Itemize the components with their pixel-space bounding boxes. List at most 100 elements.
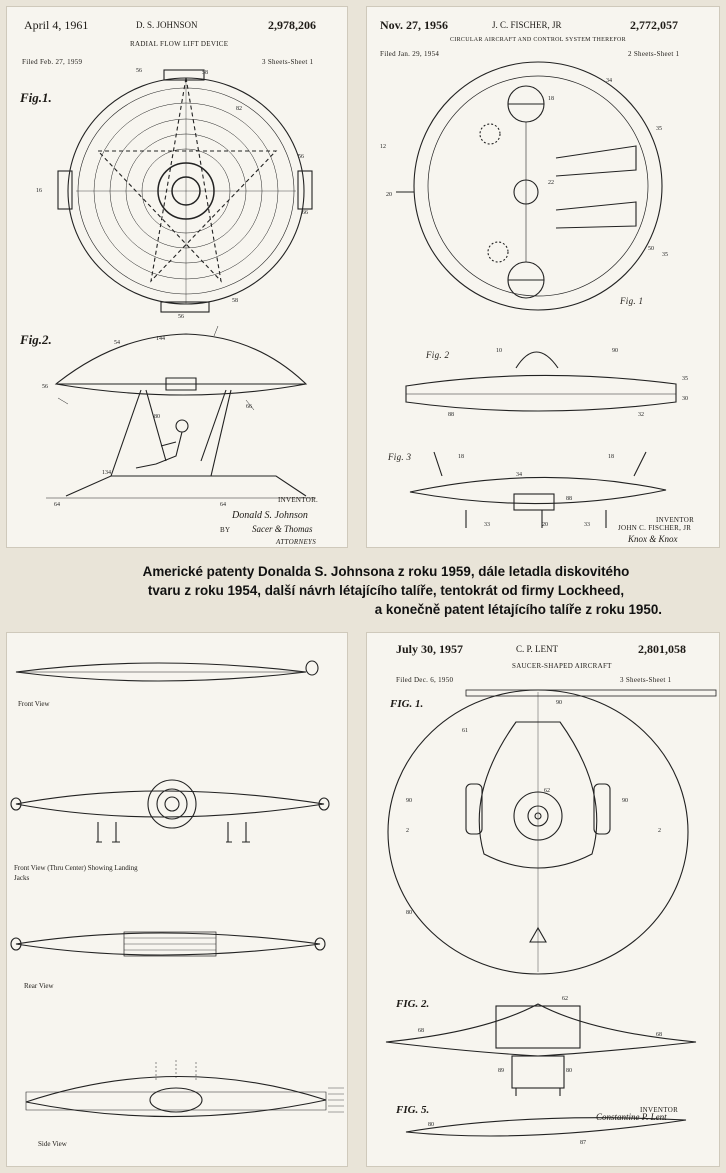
svg-text:66: 66: [246, 404, 252, 410]
fischer-inventor-name: J. C. FISCHER, JR: [492, 20, 562, 30]
svg-text:88: 88: [566, 496, 572, 502]
lent-inventor-label: INVENTOR: [640, 1106, 679, 1114]
svg-text:58: 58: [202, 70, 208, 76]
johnson-patent-number: 2,978,206: [268, 18, 316, 32]
svg-text:88: 88: [448, 412, 454, 418]
fischer-sheets: 2 Sheets-Sheet 1: [628, 50, 680, 58]
fischer-patent-number: 2,772,057: [630, 18, 678, 32]
svg-text:89: 89: [498, 1068, 504, 1074]
svg-text:22: 22: [548, 180, 554, 186]
svg-text:32: 32: [638, 412, 644, 418]
svg-text:62: 62: [562, 996, 568, 1002]
fischer-inventor-label: INVENTOR: [656, 516, 695, 524]
johnson-inventor-name: D. S. JOHNSON: [136, 20, 198, 30]
svg-text:134: 134: [102, 470, 111, 476]
fischer-fig2-label: Fig. 2: [426, 350, 450, 360]
svg-text:80: 80: [406, 910, 412, 916]
johnson-date: April 4, 1961: [24, 18, 89, 32]
figure-caption: Americké patenty Donalda S. Johnsona z r…: [106, 562, 666, 619]
svg-text:62: 62: [544, 788, 550, 794]
johnson-drawing-svg: 56 58 82 56 16 66 56 58 144 54 66 56 80 134 64 6…: [36, 68, 316, 508]
svg-text:50: 50: [648, 246, 654, 252]
svg-text:90: 90: [556, 700, 562, 706]
svg-text:34: 34: [516, 472, 522, 478]
lockheed-front-view-label: Front View: [18, 700, 50, 708]
lockheed-front-center-label: Front View (Thru Center) Showing Landing: [14, 864, 138, 872]
svg-text:64: 64: [220, 502, 226, 508]
svg-text:35: 35: [682, 376, 688, 382]
svg-text:18: 18: [458, 454, 464, 460]
fischer-attorneys: Knox & Knox: [628, 534, 678, 544]
svg-text:80: 80: [428, 1122, 434, 1128]
svg-text:35: 35: [656, 126, 662, 132]
svg-text:90: 90: [612, 348, 618, 354]
svg-text:56: 56: [42, 384, 48, 390]
fischer-patent-drawing: Nov. 27, 1956 J. C. FISCHER, JR 2,772,05…: [366, 6, 720, 548]
johnson-sheets: 3 Sheets-Sheet 1: [262, 58, 314, 66]
svg-text:90: 90: [406, 798, 412, 804]
fischer-filed: Filed Jan. 29, 1954: [380, 50, 440, 58]
svg-text:2: 2: [658, 828, 661, 834]
svg-text:30: 30: [682, 396, 688, 402]
svg-text:12: 12: [380, 144, 386, 150]
svg-text:66: 66: [302, 210, 308, 216]
lockheed-views-drawing: Front View Front View (Thru Center) Show…: [6, 632, 348, 1167]
svg-text:144: 144: [156, 336, 165, 342]
fischer-fig1-label: Fig. 1: [620, 296, 644, 306]
svg-text:80: 80: [154, 414, 160, 420]
lockheed-side-view-label: Side View: [38, 1140, 67, 1148]
svg-text:64: 64: [54, 502, 60, 508]
fischer-inventor-name-bottom: JOHN C. FISCHER, JR: [618, 524, 692, 532]
caption-line-1: Americké patenty Donalda S. Johnsona z r…: [142, 564, 630, 579]
svg-text:56: 56: [178, 314, 184, 320]
lent-fig1-label: FIG. 1.: [390, 698, 424, 710]
svg-text:10: 10: [496, 348, 502, 354]
svg-text:34: 34: [606, 78, 612, 84]
johnson-by: BY: [220, 526, 231, 534]
lent-inventor-name: C. P. LENT: [516, 644, 559, 654]
svg-text:33: 33: [584, 522, 590, 528]
johnson-filed: Filed Feb. 27, 1959: [22, 58, 83, 66]
svg-text:61: 61: [462, 728, 468, 734]
svg-text:20: 20: [386, 192, 392, 198]
svg-text:58: 58: [232, 298, 238, 304]
lent-filed: Filed Dec. 6, 1950: [396, 676, 454, 684]
johnson-fig1-label: Fig.1.: [20, 90, 52, 105]
svg-text:56: 56: [136, 68, 142, 74]
lent-fig5-label: FIG. 5.: [396, 1104, 430, 1116]
lockheed-rear-view-label: Rear View: [24, 982, 54, 990]
svg-text:87: 87: [580, 1140, 586, 1146]
johnson-fig2-label: Fig.2.: [20, 332, 52, 347]
svg-text:56: 56: [298, 154, 304, 160]
johnson-attorney-signature: Sacer & Thomas: [252, 524, 313, 534]
fischer-title: CIRCULAR AIRCRAFT AND CONTROL SYSTEM THE…: [450, 37, 626, 43]
johnson-attorneys: ATTORNEYS: [276, 538, 317, 546]
svg-text:54: 54: [114, 340, 120, 346]
svg-text:90: 90: [622, 798, 628, 804]
lockheed-drawing-svg: [10, 660, 344, 1118]
caption-line-2: tvaru z roku 1954, další návrh létajícíh…: [147, 583, 625, 598]
svg-text:68: 68: [418, 1028, 424, 1034]
lent-title: SAUCER-SHAPED AIRCRAFT: [512, 662, 612, 670]
caption-line-3: a konečně patent létajícího talíře z rok…: [374, 602, 662, 617]
svg-text:2: 2: [406, 828, 409, 834]
lent-patent-drawing: July 30, 1957 C. P. LENT 2,801,058 SAUCE…: [366, 632, 720, 1167]
svg-text:82: 82: [236, 106, 242, 112]
lent-sheets: 3 Sheets-Sheet 1: [620, 676, 672, 684]
johnson-signature: Donald S. Johnson: [232, 510, 308, 521]
johnson-title: RADIAL FLOW LIFT DEVICE: [130, 40, 229, 48]
svg-text:20: 20: [542, 522, 548, 528]
svg-text:18: 18: [608, 454, 614, 460]
johnson-patent-drawing: April 4, 1961 D. S. JOHNSON 2,978,206 RA…: [6, 6, 348, 548]
fischer-date: Nov. 27, 1956: [380, 18, 449, 32]
svg-text:35: 35: [662, 252, 668, 258]
johnson-inventor-label: INVENTOR.: [278, 496, 319, 504]
svg-text:16: 16: [36, 188, 42, 194]
svg-text:80: 80: [566, 1068, 572, 1074]
fischer-fig3-label: Fig. 3: [388, 452, 412, 462]
svg-text:18: 18: [548, 96, 554, 102]
svg-text:33: 33: [484, 522, 490, 528]
lockheed-jacks-label: Jacks: [14, 874, 30, 882]
